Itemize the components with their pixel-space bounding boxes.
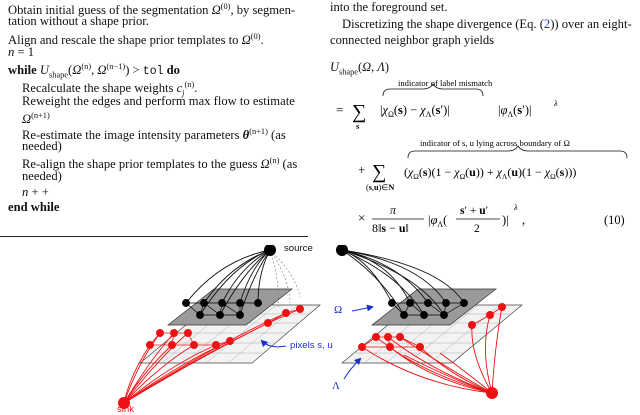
equation-svg: indicator of label mismatch = ∑ s |χΩ(s)… <box>336 78 628 235</box>
left-graph-diagram <box>118 245 321 409</box>
algo-line-3: Align and rescale the shape prior templa… <box>8 32 264 48</box>
algo-line-4: n = 1 <box>8 45 34 59</box>
svg-text:π: π <box>390 203 397 217</box>
svg-text:|φΛ(: |φΛ( <box>428 213 447 229</box>
pixels-label: pixels s, u <box>290 340 333 351</box>
algo-line-11: Re-align the shape prior templates to th… <box>22 156 298 172</box>
svg-text:)|: )| <box>502 213 509 227</box>
sink-label: sink <box>117 404 135 415</box>
right-text-line-3: connected neighbor graph yields <box>330 33 495 47</box>
lambda-label: Λ <box>332 380 340 392</box>
omega-label: Ω <box>334 304 343 316</box>
graph-cut-figure <box>118 245 523 409</box>
svg-text:∑: ∑ <box>372 161 386 183</box>
algo-line-8: Ω(n+1) <box>22 111 50 127</box>
brace2-label: indicator of s, u lying across boundary … <box>420 138 570 148</box>
svg-text:=: = <box>336 102 343 117</box>
algo-line-while: while Ushape(Ω(n), Ω(n−1)) > tol do <box>8 62 180 80</box>
svg-text:(s,u)∈N: (s,u)∈N <box>366 183 394 192</box>
right-text-line-1: into the foreground set. <box>330 0 448 14</box>
algo-line-13: n + + <box>22 185 49 199</box>
algo-line-end: end while <box>8 200 60 214</box>
svg-text:s′ + u′: s′ + u′ <box>460 205 488 217</box>
algo-line-12: needed) <box>22 169 62 183</box>
svg-text:∑: ∑ <box>352 101 366 123</box>
sink-node <box>118 397 130 409</box>
svg-text:|φΛ(s′)|: |φΛ(s′)| <box>498 103 531 119</box>
svg-text:s: s <box>356 121 360 131</box>
algo-line-9: Re-estimate the image intensity paramete… <box>22 127 286 143</box>
source-label: source <box>284 243 313 254</box>
right-graph-diagram <box>336 245 523 399</box>
svg-text:(χΩ(s)(1 − χΩ(u)) + χΛ(u)(1 −: (χΩ(s)(1 − χΩ(u)) + χΛ(u)(1 − χΩ(s))) <box>404 165 576 181</box>
algo-line-7: Reweight the edges and perform max flow … <box>22 94 295 108</box>
equation-lhs: Ushape(Ω, Λ) <box>330 60 389 77</box>
equation-number: (10) <box>604 213 625 227</box>
algo-line-2: tation without a shape prior. <box>8 14 149 28</box>
svg-text:+: + <box>358 162 365 177</box>
right-text-line-2: Discretizing the shape divergence (Eq. (… <box>342 17 632 31</box>
source-node <box>264 245 276 256</box>
svg-text:×: × <box>358 210 365 225</box>
svg-text:,: , <box>522 213 525 227</box>
right-sink-node <box>486 387 498 399</box>
algo-line-10: needed) <box>22 139 62 153</box>
svg-text:8‖s − u‖: 8‖s − u‖ <box>372 221 409 235</box>
svg-text:|χΩ(s) − χΛ(s′)|: |χΩ(s) − χΛ(s′)| <box>380 103 450 119</box>
svg-text:2: 2 <box>474 223 480 235</box>
algo-line-6: Recalculate the shape weights cj(n). <box>22 80 198 98</box>
right-source-node <box>336 245 348 256</box>
algo-line-1: Obtain initial guess of the segmentation… <box>8 2 296 18</box>
eq-ref-link[interactable]: 2 <box>543 17 551 31</box>
brace1-label: indicator of label mismatch <box>398 78 493 88</box>
algorithm-bottom-rule <box>0 236 308 237</box>
svg-text:λ: λ <box>553 98 558 108</box>
svg-text:λ: λ <box>513 202 518 212</box>
